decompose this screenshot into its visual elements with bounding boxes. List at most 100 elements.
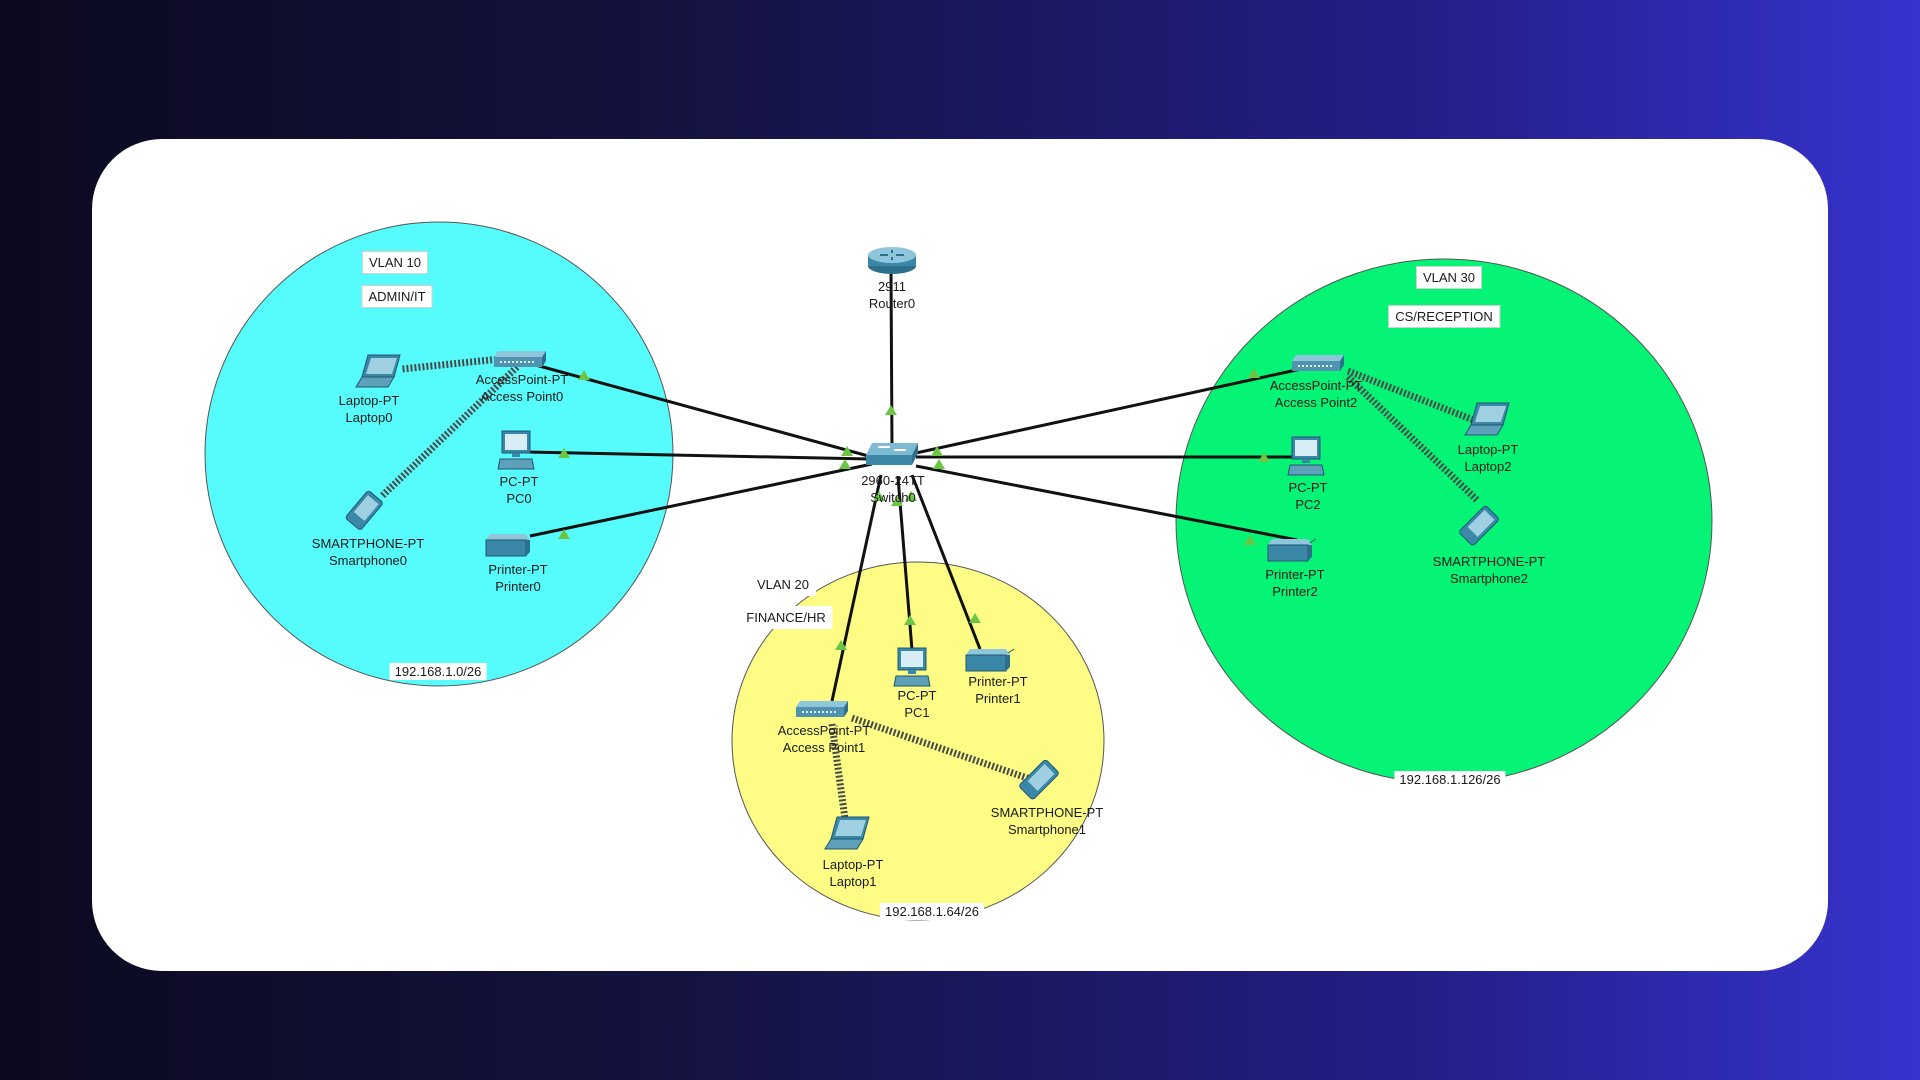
pc-icon[interactable]	[496, 429, 536, 473]
printer0-label: Printer-PT Printer0	[488, 561, 547, 595]
device-name: PC1	[904, 705, 930, 720]
link-ap1-switch	[830, 474, 883, 702]
device-name: Smartphone1	[1007, 822, 1087, 837]
device-model: PC-PT	[1288, 480, 1328, 495]
smartphone0-label: SMARTPHONE-PT Smartphone0	[312, 535, 424, 569]
vlan20-subnet: 192.168.1.64/26	[880, 903, 984, 920]
link-pc0-switch	[526, 450, 871, 461]
port-up-indicator	[1248, 368, 1260, 378]
vlan20-dept-label: FINANCE/HR	[739, 606, 833, 629]
device-model: Printer-PT	[968, 674, 1028, 689]
link-printer2-switch	[915, 464, 1298, 542]
wireless-ap1-smartphone1	[850, 714, 1032, 783]
wireless-ap2-laptop2	[1346, 367, 1478, 425]
ap0-label: AccessPoint-PT Access Point0	[476, 371, 568, 405]
device-model: SMARTPHONE-PT	[990, 805, 1104, 820]
port-up-indicator	[931, 446, 943, 456]
device-model: 2960-24TT	[861, 473, 925, 488]
device-name: PC0	[506, 491, 532, 506]
device-name: Access Point2	[1274, 395, 1358, 410]
printer-icon[interactable]	[964, 647, 1014, 675]
device-name: PC2	[1295, 497, 1321, 512]
device-model: Printer-PT	[488, 562, 548, 577]
port-up-indicator	[969, 613, 981, 623]
vlan10-label: VLAN 10	[361, 251, 429, 274]
access-point-icon[interactable]	[1290, 353, 1346, 375]
device-model: SMARTPHONE-PT	[311, 536, 425, 551]
port-up-indicator	[1244, 535, 1256, 545]
port-up-indicator	[558, 448, 570, 458]
device-model: Laptop-PT	[822, 857, 884, 872]
wireless-ap2-smartphone2	[1345, 374, 1481, 504]
device-model: AccessPoint-PT	[475, 372, 569, 387]
router-icon[interactable]	[866, 245, 918, 275]
smartphone-icon[interactable]	[1454, 503, 1504, 551]
smartphone2-label: SMARTPHONE-PT Smartphone2	[1433, 553, 1545, 587]
laptop2-label: Laptop-PT Laptop2	[1458, 441, 1519, 475]
port-up-indicator	[578, 370, 590, 380]
wireless-ap0-smartphone0	[379, 364, 520, 499]
pc0-label: PC-PT PC0	[500, 473, 539, 507]
port-up-indicator	[891, 496, 903, 506]
smartphone-icon[interactable]	[1014, 757, 1064, 805]
device-name: Laptop0	[345, 410, 393, 425]
laptop-icon[interactable]	[354, 353, 404, 393]
device-name: Switch0	[870, 490, 916, 505]
device-model: Printer-PT	[1265, 567, 1325, 582]
switch-icon[interactable]	[864, 441, 920, 469]
printer1-label: Printer-PT Printer1	[968, 673, 1027, 707]
vlan30-label: VLAN 30	[1415, 266, 1483, 289]
topology-svg	[204, 221, 1713, 921]
vlan30-zone	[1175, 258, 1713, 784]
link-printer1-switch	[910, 474, 982, 650]
vlan20-label: VLAN 20	[749, 573, 817, 596]
pc-icon[interactable]	[1286, 435, 1326, 479]
port-up-indicator	[885, 405, 897, 415]
port-up-indicator	[1258, 452, 1270, 462]
diagram-canvas: VLAN 10 ADMIN/IT 192.168.1.0/26 VLAN 20 …	[92, 139, 1828, 971]
vlan30-subnet: 192.168.1.126/26	[1394, 771, 1506, 788]
laptop1-label: Laptop-PT Laptop1	[823, 856, 884, 890]
device-name: Smartphone2	[1449, 571, 1529, 586]
device-model: Laptop-PT	[338, 393, 400, 408]
port-up-indicator	[904, 615, 916, 625]
wireless-links	[379, 355, 1481, 820]
port-up-indicator	[933, 459, 945, 469]
device-name: Laptop2	[1464, 459, 1512, 474]
port-indicators	[558, 368, 1270, 650]
smartphone-icon[interactable]	[342, 489, 388, 533]
printer2-label: Printer-PT Printer2	[1265, 566, 1324, 600]
printer-icon[interactable]	[484, 532, 532, 560]
link-printer0-switch	[529, 462, 873, 538]
vlan10-subnet: 192.168.1.0/26	[389, 663, 487, 680]
port-up-indicator	[841, 446, 853, 456]
device-model: Laptop-PT	[1457, 442, 1519, 457]
vlan10-dept-label: ADMIN/IT	[361, 285, 433, 308]
smartphone1-label: SMARTPHONE-PT Smartphone1	[991, 804, 1103, 838]
access-point-icon[interactable]	[794, 699, 850, 721]
device-name: Access Point1	[782, 740, 866, 755]
router0-label: 2911 Router0	[869, 278, 915, 312]
printer-icon[interactable]	[1266, 537, 1316, 565]
device-name: Router0	[868, 296, 916, 311]
laptop-icon[interactable]	[1462, 401, 1514, 441]
device-name: Printer0	[495, 579, 541, 594]
switch0-label: 2960-24TT Switch0	[861, 472, 925, 506]
pc1-label: PC-PT PC1	[898, 687, 937, 721]
device-model: 2911	[878, 279, 906, 294]
port-up-indicator	[835, 640, 847, 650]
port-up-indicator	[839, 459, 851, 469]
laptop-icon[interactable]	[822, 815, 874, 855]
device-model: PC-PT	[897, 688, 937, 703]
access-point-icon[interactable]	[492, 349, 548, 371]
pc-icon[interactable]	[892, 646, 932, 690]
vlan30-dept-label: CS/RECEPTION	[1388, 305, 1500, 328]
device-model: AccessPoint-PT	[777, 723, 871, 738]
pc2-label: PC-PT PC2	[1289, 479, 1328, 513]
device-model: PC-PT	[499, 474, 539, 489]
port-up-indicator	[558, 529, 570, 539]
port-up-indicator	[873, 491, 885, 501]
laptop0-label: Laptop-PT Laptop0	[339, 392, 400, 426]
device-name: Printer1	[975, 691, 1021, 706]
link-ap2-switch	[915, 365, 1311, 455]
